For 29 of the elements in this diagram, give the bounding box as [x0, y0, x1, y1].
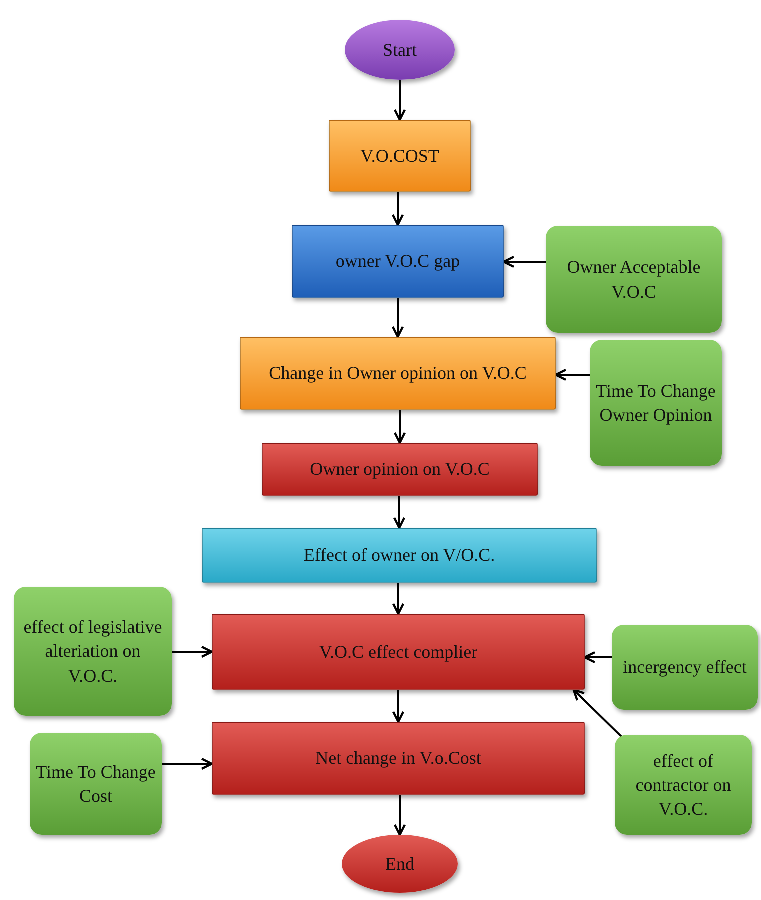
arrow [162, 758, 214, 770]
arrow [502, 256, 546, 268]
process-box: Net change in V.o.Cost [212, 722, 585, 795]
process-box: V.O.C effect complier [212, 614, 585, 690]
arrow [394, 795, 406, 836]
terminal-oval: End [342, 835, 458, 893]
arrow [392, 192, 404, 226]
arrow [392, 583, 405, 616]
arrow [394, 80, 406, 122]
input-box: Owner Acceptable V.O.C [546, 226, 722, 333]
arrow [394, 410, 406, 444]
input-box: incergency effect [612, 625, 758, 710]
arrow [393, 496, 406, 530]
input-box: effect of legislative alteriation on V.O.C. [14, 587, 172, 716]
process-box: Owner opinion on V.O.C [262, 443, 538, 496]
arrow [572, 688, 623, 738]
input-box: Time To Change Cost [30, 733, 162, 835]
process-box: owner V.O.C gap [292, 225, 504, 298]
input-box: Time To Change Owner Opinion [590, 340, 722, 466]
terminal-oval: Start [345, 20, 455, 80]
process-box: Effect of owner on V/O.C. [202, 528, 597, 583]
arrow [172, 646, 214, 658]
arrow [392, 690, 405, 724]
process-box: V.O.COST [329, 120, 471, 192]
arrow [584, 651, 612, 664]
arrow [554, 368, 590, 382]
input-box: effect of contractor on V.O.C. [615, 735, 752, 835]
arrow [392, 298, 404, 338]
process-box: Change in Owner opinion on V.O.C [240, 337, 556, 410]
